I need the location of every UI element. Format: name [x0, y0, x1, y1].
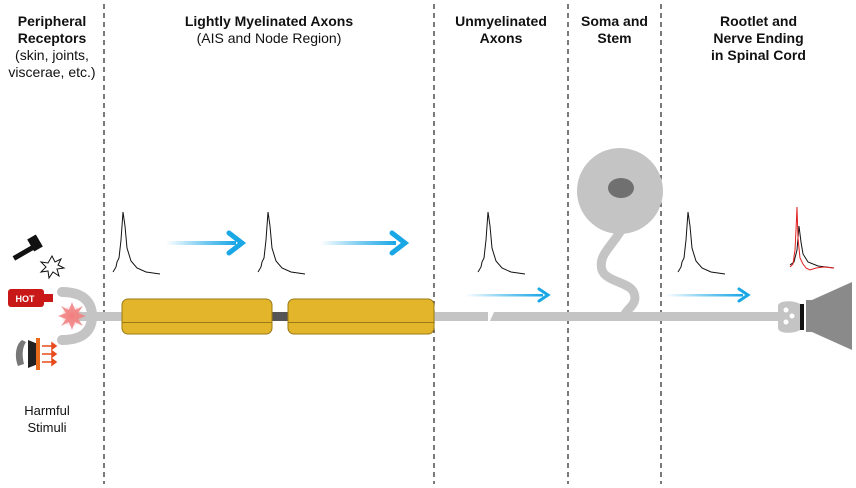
hammer-icon [12, 234, 43, 261]
header-peripheral-line-3: (skin, joints, [15, 47, 89, 63]
receptor-terminal [57, 287, 98, 345]
header-peripheral-line-2: Receptors [17, 30, 87, 46]
header-peripheral-receptors: Peripheral Receptors (skin, joints, visc… [0, 13, 104, 81]
header-unmyelinated-line-2: Axons [479, 30, 523, 46]
action-potential-trace-4 [677, 211, 726, 275]
header-rootlet-nerve-ending: Rootlet and Nerve Ending in Spinal Cord [661, 13, 856, 64]
section-dividers [103, 4, 662, 484]
header-soma-and-stem: Soma and Stem [568, 13, 661, 47]
myelin-sheath-1 [121, 298, 273, 335]
hot-can-icon: HOT [8, 289, 53, 307]
axon [76, 312, 790, 321]
hot-label: HOT [16, 294, 36, 304]
impact-burst-icon [39, 254, 66, 280]
node-of-ranvier [270, 312, 290, 321]
heat-lamp-icon [15, 338, 58, 370]
synaptic-vesicle [783, 319, 789, 325]
synaptic-cleft-marker [800, 304, 804, 330]
pain-burst-icon [58, 302, 86, 330]
action-potential-trace-1 [112, 211, 161, 275]
header-soma-line-1: Soma and [581, 13, 648, 29]
harmful-stimuli-caption: Harmful Stimuli [12, 402, 82, 436]
signal-arrow-4 [665, 287, 751, 303]
postsynaptic-dendrite [806, 282, 852, 350]
axon-segment-right [490, 312, 790, 321]
synaptic-terminal [778, 301, 804, 333]
action-potential-trace-terminal-black [789, 225, 835, 269]
nucleus [608, 178, 634, 198]
header-peripheral-line-1: Peripheral [17, 13, 87, 29]
harmful-stimuli-line-2: Stimuli [27, 420, 67, 435]
action-potential-trace-2 [257, 211, 306, 275]
header-rootlet-line-1: Rootlet and [720, 13, 797, 29]
action-potential-trace-3 [477, 211, 526, 275]
header-myelinated-subtitle: (AIS and Node Region) [196, 30, 342, 46]
header-lightly-myelinated-axons: Lightly Myelinated Axons (AIS and Node R… [104, 13, 434, 47]
signal-arrow-3 [465, 287, 551, 303]
synaptic-vesicle [783, 307, 789, 313]
header-rootlet-line-3: in Spinal Cord [711, 47, 806, 63]
signal-arrow-1 [166, 230, 247, 256]
signal-arrow-2 [320, 230, 410, 256]
header-soma-line-2: Stem [597, 30, 632, 46]
header-unmyelinated-axons: Unmyelinated Axons [434, 13, 568, 47]
action-potential-trace-terminal-red [789, 206, 835, 271]
harmful-stimuli-line-1: Harmful [24, 403, 70, 418]
header-rootlet-line-2: Nerve Ending [713, 30, 804, 46]
synaptic-vesicle [789, 313, 795, 319]
stem [596, 227, 640, 319]
header-myelinated-title: Lightly Myelinated Axons [184, 13, 354, 29]
header-peripheral-line-4: viscerae, etc.) [8, 64, 96, 80]
header-unmyelinated-line-1: Unmyelinated [455, 13, 547, 29]
myelin-sheath-2 [287, 298, 435, 335]
